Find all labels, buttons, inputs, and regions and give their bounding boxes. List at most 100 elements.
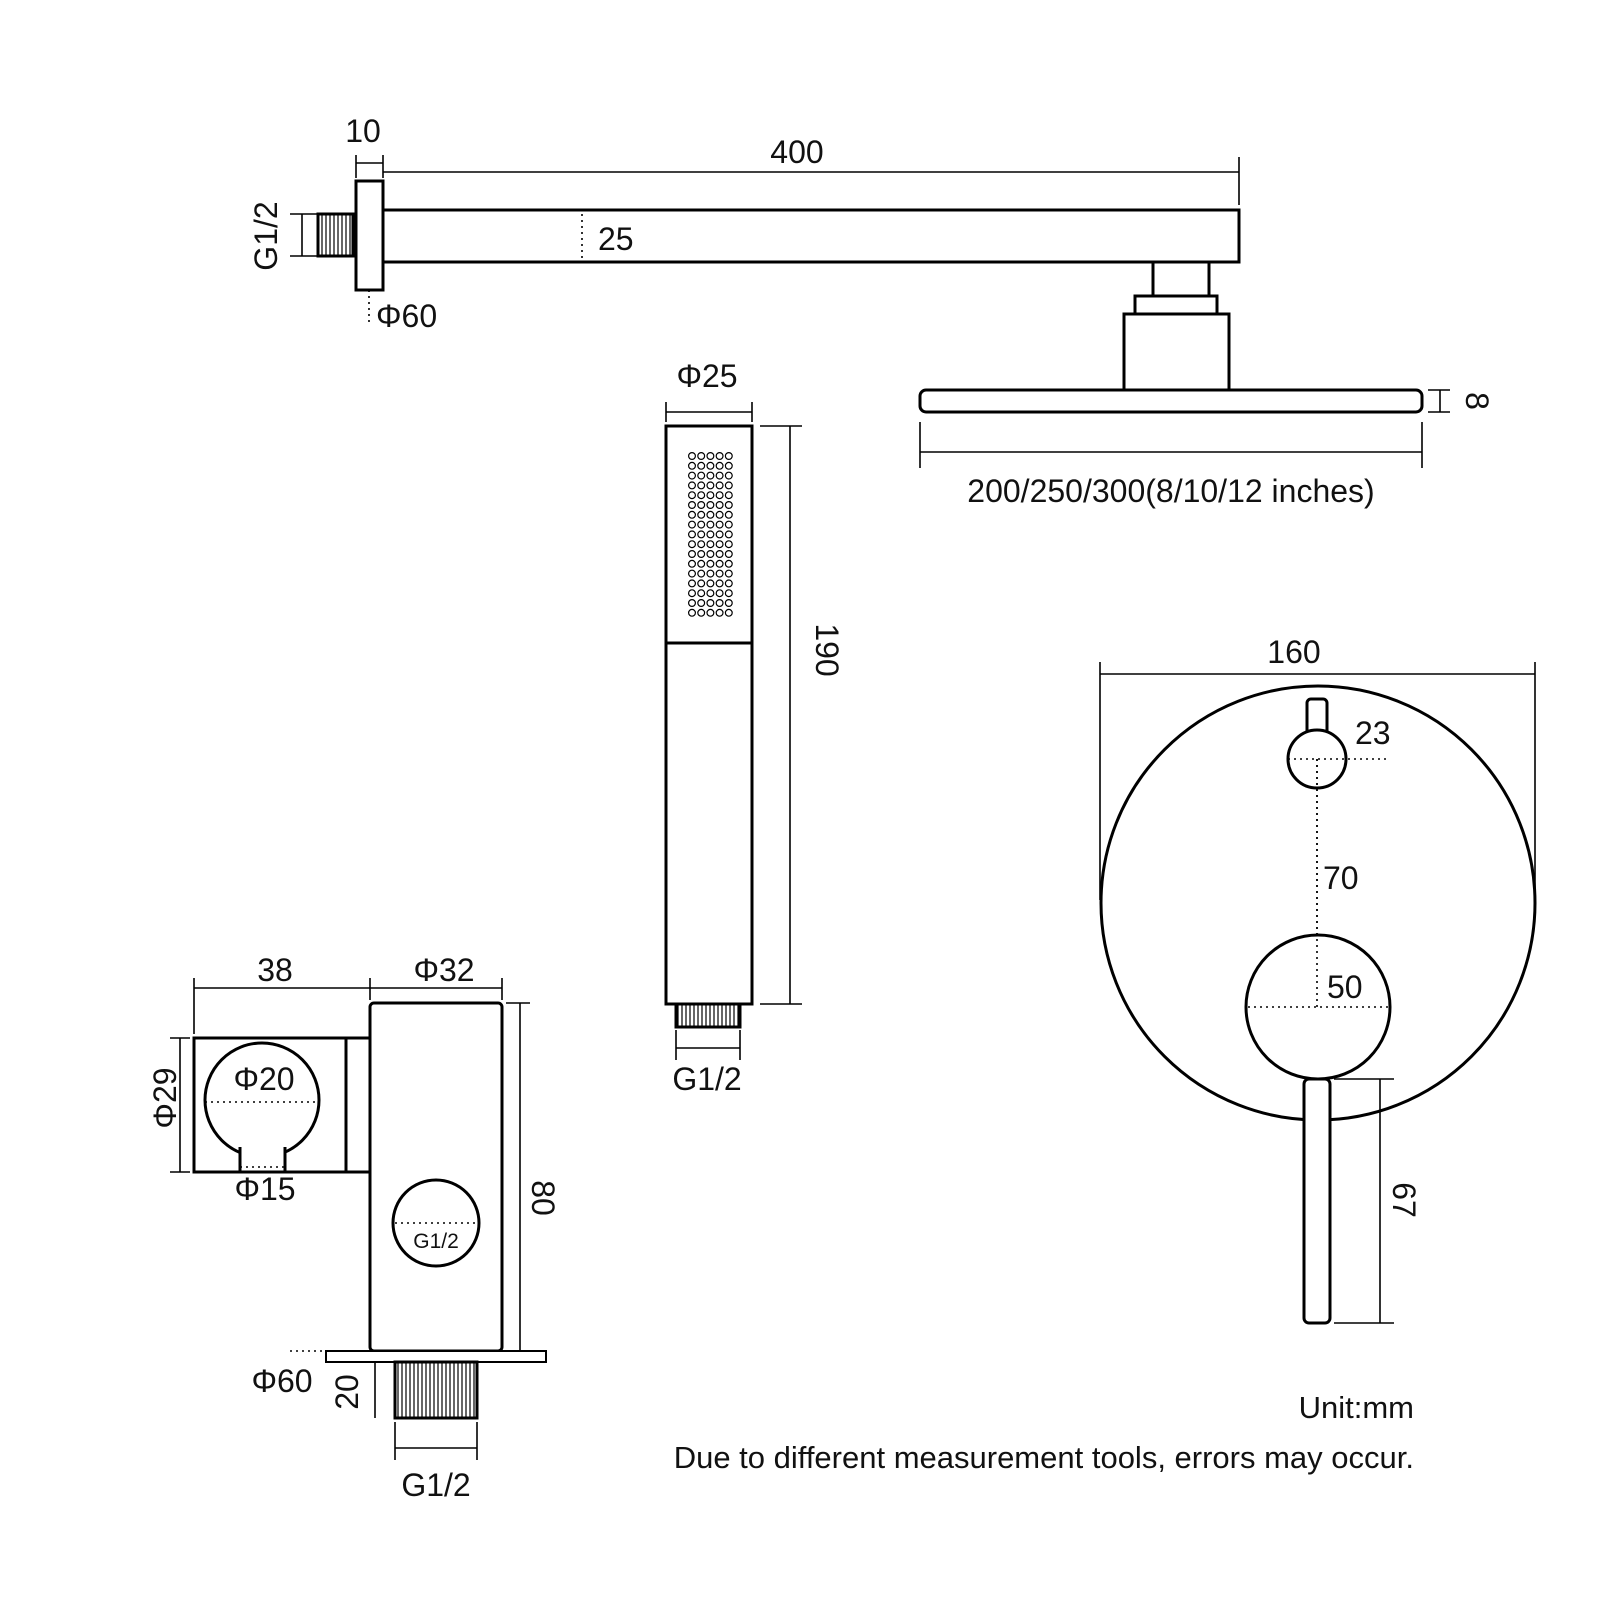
- arm-tube: [381, 208, 1241, 264]
- holder-neck: [344, 1036, 372, 1174]
- nozzle: [724, 540, 733, 549]
- nozzle: [724, 520, 733, 529]
- nozzle: [715, 540, 724, 549]
- nozzle: [715, 471, 724, 480]
- nozzle: [706, 520, 715, 529]
- nozzle: [687, 608, 696, 617]
- nozzle: [715, 481, 724, 490]
- holder-outlet: [391, 1178, 481, 1268]
- nozzle: [697, 491, 706, 500]
- nozzle: [697, 520, 706, 529]
- nozzle: [687, 481, 696, 490]
- nozzle: [715, 510, 724, 519]
- nozzle: [687, 520, 696, 529]
- nozzle: [715, 461, 724, 470]
- hand-shower-diameter-label: Φ25: [676, 358, 737, 394]
- nozzle: [715, 598, 724, 607]
- center-distance-label: 70: [1323, 860, 1359, 896]
- arm-flange-thickness-label: 10: [345, 113, 381, 149]
- nozzle: [724, 598, 733, 607]
- nozzle: [687, 510, 696, 519]
- holder-inlet-thread-label: G1/2: [401, 1467, 470, 1503]
- holder-outlet-thread-label: G1/2: [413, 1230, 459, 1253]
- holder-cradle-slot: [240, 1140, 285, 1174]
- disclaimer-note: Due to different measurement tools, erro…: [674, 1440, 1414, 1475]
- nozzle: [697, 598, 706, 607]
- head-thickness-label: 8: [1459, 392, 1495, 410]
- nozzle: [724, 579, 733, 588]
- nozzle: [687, 530, 696, 539]
- lever-length-label: 67: [1386, 1182, 1422, 1218]
- nozzle: [687, 549, 696, 558]
- nozzle: [687, 569, 696, 578]
- hand-shower-thread: [674, 1002, 742, 1029]
- nozzle: [706, 461, 715, 470]
- nozzle: [697, 589, 706, 598]
- shower-head: 8 200/250/300(8/10/12 inches): [918, 260, 1495, 509]
- holder-cradle-height-label: Φ29: [147, 1067, 183, 1128]
- nozzle: [715, 549, 724, 558]
- nozzle: [697, 549, 706, 558]
- nozzle: [724, 501, 733, 510]
- nozzle: [706, 510, 715, 519]
- holder-cradle-opening-label: Φ15: [234, 1171, 295, 1207]
- nozzle: [697, 481, 706, 490]
- nozzle: [687, 579, 696, 588]
- head-plate: [918, 388, 1424, 414]
- nozzle: [706, 452, 715, 461]
- nozzle: [724, 491, 733, 500]
- nozzle: [697, 540, 706, 549]
- holder-body-height-label: 80: [525, 1180, 561, 1216]
- hand-shower-body: [664, 424, 754, 1006]
- holder-body-diameter-label: Φ32: [413, 952, 474, 988]
- nozzle: [706, 569, 715, 578]
- nozzle: [706, 579, 715, 588]
- nozzle: [724, 608, 733, 617]
- shower-holder: G1/2 38 Φ32 Φ29 Φ20 Φ15 80 Φ60 20: [147, 952, 561, 1503]
- nozzle: [687, 540, 696, 549]
- nozzle: [724, 569, 733, 578]
- holder-wall-plate: [325, 1350, 547, 1363]
- nozzle: [706, 501, 715, 510]
- nozzle: [697, 530, 706, 539]
- mixer-valve: 160 23 70 50 67: [1099, 634, 1537, 1325]
- holder-body: [368, 1001, 504, 1353]
- handle-diameter-label: 50: [1327, 969, 1363, 1005]
- nozzle: [724, 549, 733, 558]
- nozzle: [687, 452, 696, 461]
- nozzle: [687, 598, 696, 607]
- nozzle: [706, 471, 715, 480]
- nozzle: [715, 452, 724, 461]
- nozzle: [706, 598, 715, 607]
- nozzle: [706, 559, 715, 568]
- nozzle: [724, 530, 733, 539]
- mixer-plate-diameter-label: 160: [1267, 634, 1320, 670]
- arm-height-label: 25: [598, 221, 634, 257]
- nozzle: [706, 589, 715, 598]
- nozzle: [715, 579, 724, 588]
- nozzle: [715, 520, 724, 529]
- nozzle: [715, 559, 724, 568]
- nozzle: [687, 471, 696, 480]
- arm-flange-diameter-label: Φ60: [376, 298, 437, 334]
- nozzle: [706, 608, 715, 617]
- nozzle: [724, 510, 733, 519]
- holder-cradle-diameter-label: Φ20: [233, 1061, 294, 1097]
- nozzle: [687, 461, 696, 470]
- arm-length-label: 400: [770, 134, 823, 170]
- holder-depth-label: 38: [257, 952, 293, 988]
- shower-arm: 10 400 25 G1/2 Φ60: [248, 113, 1241, 334]
- mixer-lever: [1302, 1077, 1332, 1325]
- nozzle: [697, 579, 706, 588]
- head-connector-body: [1122, 312, 1231, 392]
- nozzle: [687, 491, 696, 500]
- nozzle: [715, 569, 724, 578]
- hand-shower: Φ25 190 G1/2: [664, 358, 845, 1097]
- nozzle: [724, 461, 733, 470]
- nozzle: [706, 481, 715, 490]
- head-connector-neck: [1151, 260, 1211, 298]
- nozzle: [715, 501, 724, 510]
- arm-inlet-thread-label: G1/2: [248, 201, 284, 270]
- nozzle: [715, 589, 724, 598]
